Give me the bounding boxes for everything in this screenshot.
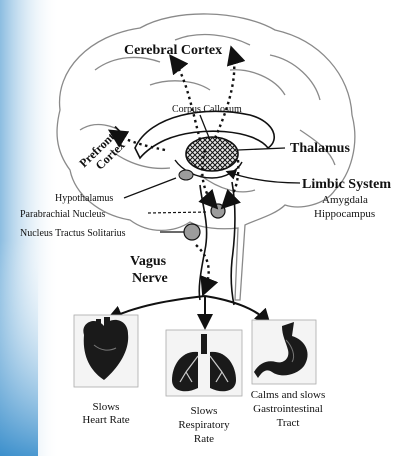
- vagus-label-line2: Nerve: [132, 271, 168, 286]
- thalamus-shape: [186, 137, 238, 171]
- hypothalamus-label: Hypothalamus: [55, 193, 113, 204]
- nucleus-tractus-solitarius-shape: [184, 224, 200, 240]
- gut-effect-line2: Gastrointestinal: [253, 403, 323, 415]
- parabrachial-nucleus-shape: [211, 204, 225, 218]
- cerebral-cortex-label: Cerebral Cortex: [124, 43, 222, 58]
- lungs-effect-line1: Slows: [191, 405, 218, 417]
- background-left-gradient-bottom: [0, 240, 38, 456]
- hippocampus-label: Hippocampus: [314, 208, 375, 220]
- thalamus-label: Thalamus: [290, 141, 350, 156]
- lungs-effect-line3: Rate: [194, 433, 214, 445]
- amygdala-label: Amygdala: [322, 194, 368, 206]
- heart-icon: [74, 315, 138, 387]
- parabrachial-nucleus-label: Parabrachial Nucleus: [20, 209, 105, 220]
- lungs-effect-line2: Respiratory: [178, 419, 230, 431]
- vagus-label-line1: Vagus: [130, 254, 167, 269]
- heart-effect-line2: Heart Rate: [82, 414, 129, 426]
- stomach-icon: [252, 320, 316, 384]
- prefrontal-cortex-label: Prefrontal Cortex: [76, 123, 133, 180]
- brainstem-shape: [199, 182, 235, 305]
- hypothalamus-shape: [179, 170, 193, 180]
- gut-effect-line3: Tract: [277, 417, 300, 429]
- limbic-system-label: Limbic System: [302, 177, 391, 192]
- nucleus-tractus-solitarius-label: Nucleus Tractus Solitarius: [20, 228, 126, 239]
- heart-effect-line1: Slows: [93, 401, 120, 413]
- corpus-callosum-label: Corpus Callosum: [172, 104, 242, 115]
- parabrachial-pointer: [148, 212, 208, 213]
- lungs-icon: [166, 330, 242, 396]
- gut-effect-line1: Calms and slows: [251, 389, 326, 401]
